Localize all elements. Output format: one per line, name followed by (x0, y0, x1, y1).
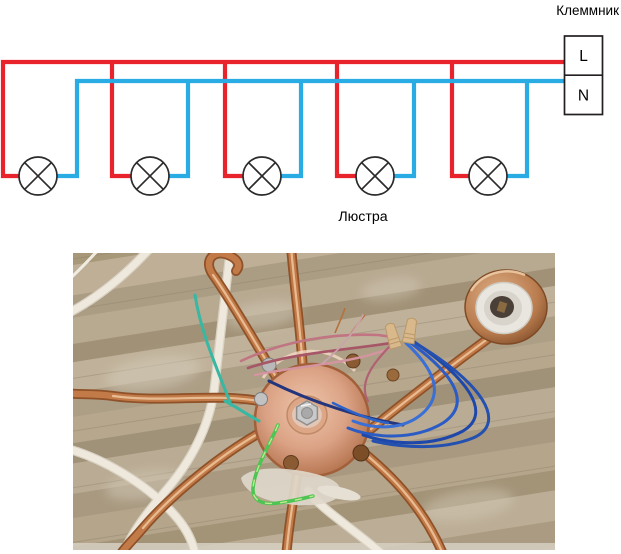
teal-wires (193, 293, 261, 423)
socket-contact (496, 301, 508, 313)
white-sleeve (317, 485, 361, 501)
teal-wire (223, 399, 261, 423)
terminal-live-label: L (579, 48, 588, 65)
lamp-symbol (130, 156, 170, 196)
lamp-socket (464, 269, 548, 345)
teal-wire (193, 293, 233, 407)
chandelier-wiring-photo (73, 253, 555, 550)
blue-wires (267, 337, 491, 449)
plate-fittings (254, 353, 400, 471)
wire-nuts (384, 317, 418, 350)
socket-cup-highlight (469, 270, 526, 292)
photo-bottom-edge (73, 543, 555, 550)
wiring-diagram: Клеммник (0, 3, 619, 225)
white-cable (121, 253, 234, 550)
wire-nut (401, 317, 418, 345)
central-nut (292, 400, 322, 428)
lamp-symbol (355, 156, 395, 196)
white-cloth (241, 468, 341, 506)
white-cord (73, 253, 98, 279)
lamp-symbol (468, 156, 508, 196)
terminal-block-label: Клеммник (556, 3, 619, 18)
green-ground-wire (251, 423, 315, 506)
white-cable (73, 253, 151, 315)
terminal-neutral-label: N (578, 88, 589, 105)
lamp-symbol (242, 156, 282, 196)
lamp-symbol (18, 156, 58, 196)
chandelier-label: Люстра (338, 209, 387, 225)
copper-arms (73, 253, 498, 550)
live-wire (0, 59, 565, 179)
neutral-wire (57, 78, 565, 179)
wire-nut (384, 322, 403, 350)
lamp-symbols (18, 156, 508, 196)
terminal-block: L N (563, 35, 604, 116)
